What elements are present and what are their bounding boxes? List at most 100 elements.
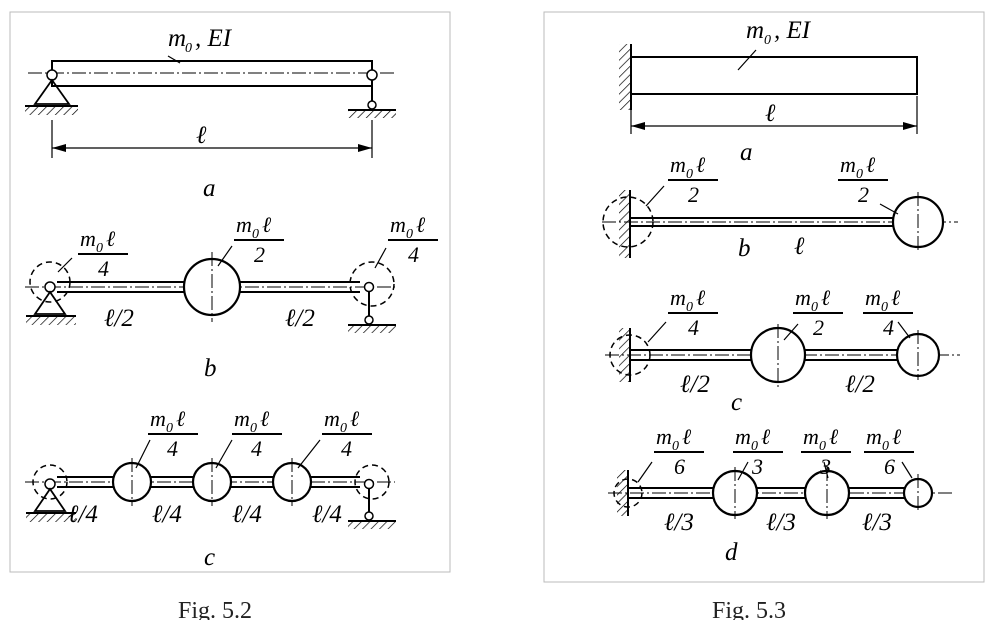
mass-label-2: m 0 ℓ 4 [215,406,282,469]
svg-text:0: 0 [819,439,826,454]
svg-text:m: m [865,285,881,310]
fixed-wall [619,44,632,110]
svg-text:ℓ: ℓ [829,424,839,449]
mass-label-left: m 0 ℓ 2 [645,152,718,207]
label-m0-sub: 0 [764,33,771,48]
panel-letter-c: c [204,544,215,571]
svg-text:4: 4 [98,256,109,281]
svg-text:2: 2 [688,182,699,207]
roller-support-right [348,464,396,529]
dimension-length: ℓ [51,120,373,158]
svg-text:ℓ: ℓ [260,406,270,431]
svg-text:m: m [670,285,686,310]
svg-text:m: m [795,285,811,310]
svg-text:3: 3 [751,454,763,479]
fig-5-3-panel-c: m 0 ℓ 4 m 0 ℓ 2 m 0 ℓ 4 ℓ/2 ℓ/2 c [605,285,960,416]
panel-letter-c: c [731,389,742,416]
svg-text:2: 2 [813,315,824,340]
svg-text:ℓ: ℓ [682,424,692,449]
fig-5-3-panel-b: m 0 ℓ 2 m 0 ℓ 2 b ℓ [602,152,958,262]
svg-text:ℓ: ℓ [350,406,360,431]
segment-2: ℓ/4 [152,501,182,528]
svg-text:0: 0 [672,439,679,454]
svg-text:m: m [670,152,686,177]
length-label: ℓ [196,122,207,149]
svg-text:m: m [803,424,819,449]
mass-label-3: m 0 ℓ 4 [297,406,372,469]
fig-5-2-frame [9,11,451,573]
svg-text:ℓ: ℓ [106,226,116,251]
svg-text:6: 6 [884,454,895,479]
mass-label-right: m 0 ℓ 2 [838,152,899,215]
panel-letter-b: b [204,355,217,382]
segment-1: ℓ/4 [68,501,98,528]
svg-text:4: 4 [167,436,178,461]
svg-text:m: m [234,406,250,431]
mass-label-right: m 0 ℓ 4 [374,212,438,269]
svg-text:4: 4 [688,315,699,340]
segment-4: ℓ/4 [312,501,342,528]
svg-text:0: 0 [252,227,259,242]
length-label: ℓ [765,100,776,127]
caption-fig-5-2: Fig. 5.2 [178,598,252,620]
length-label: ℓ [794,233,805,260]
svg-text:ℓ: ℓ [891,285,901,310]
svg-text:m: m [390,212,406,237]
svg-text:0: 0 [166,421,173,436]
mass-label-1: m 0 ℓ 6 [637,424,704,483]
fig-5-2-panel-b: m 0 ℓ 4 m 0 ℓ 2 m 0 ℓ 4 ℓ/2 ℓ/2 b [25,212,438,382]
svg-text:0: 0 [96,241,103,256]
cantilever-beam [630,56,918,95]
svg-text:0: 0 [751,439,758,454]
mass-label-2: m 0 ℓ 3 [733,424,783,481]
segment-2: ℓ/2 [845,371,875,398]
fig-5-3-panel-d: m 0 ℓ 6 m 0 ℓ 3 m 0 ℓ 3 m 0 ℓ 6 [608,424,952,566]
svg-text:ℓ: ℓ [176,406,186,431]
mass-label-3: m 0 ℓ 3 [801,424,851,479]
svg-text:ℓ: ℓ [262,212,272,237]
caption-fig-5-3: Fig. 5.3 [712,598,786,620]
svg-text:2: 2 [254,242,265,267]
svg-text:0: 0 [881,300,888,315]
panel-letter-b: b [738,235,751,262]
panel-letter-a: a [740,139,753,166]
segment-3: ℓ/3 [862,509,892,536]
svg-text:ℓ: ℓ [866,152,876,177]
svg-text:m: m [840,152,856,177]
svg-text:4: 4 [883,315,894,340]
segment-1: ℓ/2 [680,371,710,398]
svg-text:0: 0 [340,421,347,436]
segment-right: ℓ/2 [285,305,315,332]
svg-text:m: m [150,406,166,431]
mass-label-1: m 0 ℓ 4 [647,285,718,343]
fixed-wall [619,190,631,258]
svg-text:0: 0 [250,421,257,436]
label-m0-sub: 0 [185,41,192,56]
label-m0: m [746,17,764,44]
segment-3: ℓ/4 [232,501,262,528]
svg-text:m: m [324,406,340,431]
pin-support-left [26,261,76,325]
svg-text:4: 4 [341,436,352,461]
svg-text:0: 0 [811,300,818,315]
label-ei: , EI [774,17,812,44]
panel-letter-d: d [725,539,738,566]
svg-text:0: 0 [686,300,693,315]
svg-text:ℓ: ℓ [696,285,706,310]
svg-text:ℓ: ℓ [821,285,831,310]
svg-text:0: 0 [686,167,693,182]
svg-text:2: 2 [858,182,869,207]
svg-text:m: m [866,424,882,449]
svg-text:ℓ: ℓ [416,212,426,237]
fixed-wall [617,470,629,516]
svg-text:m: m [735,424,751,449]
svg-text:6: 6 [674,454,685,479]
fig-5-2-panel-a: m 0 , EI ℓ a [25,25,396,202]
label-m0: m [168,25,186,52]
mass-label-left: m 0 ℓ 4 [57,226,128,281]
segment-2: ℓ/3 [766,509,796,536]
svg-text:m: m [80,226,96,251]
svg-text:ℓ: ℓ [696,152,706,177]
svg-text:0: 0 [856,167,863,182]
